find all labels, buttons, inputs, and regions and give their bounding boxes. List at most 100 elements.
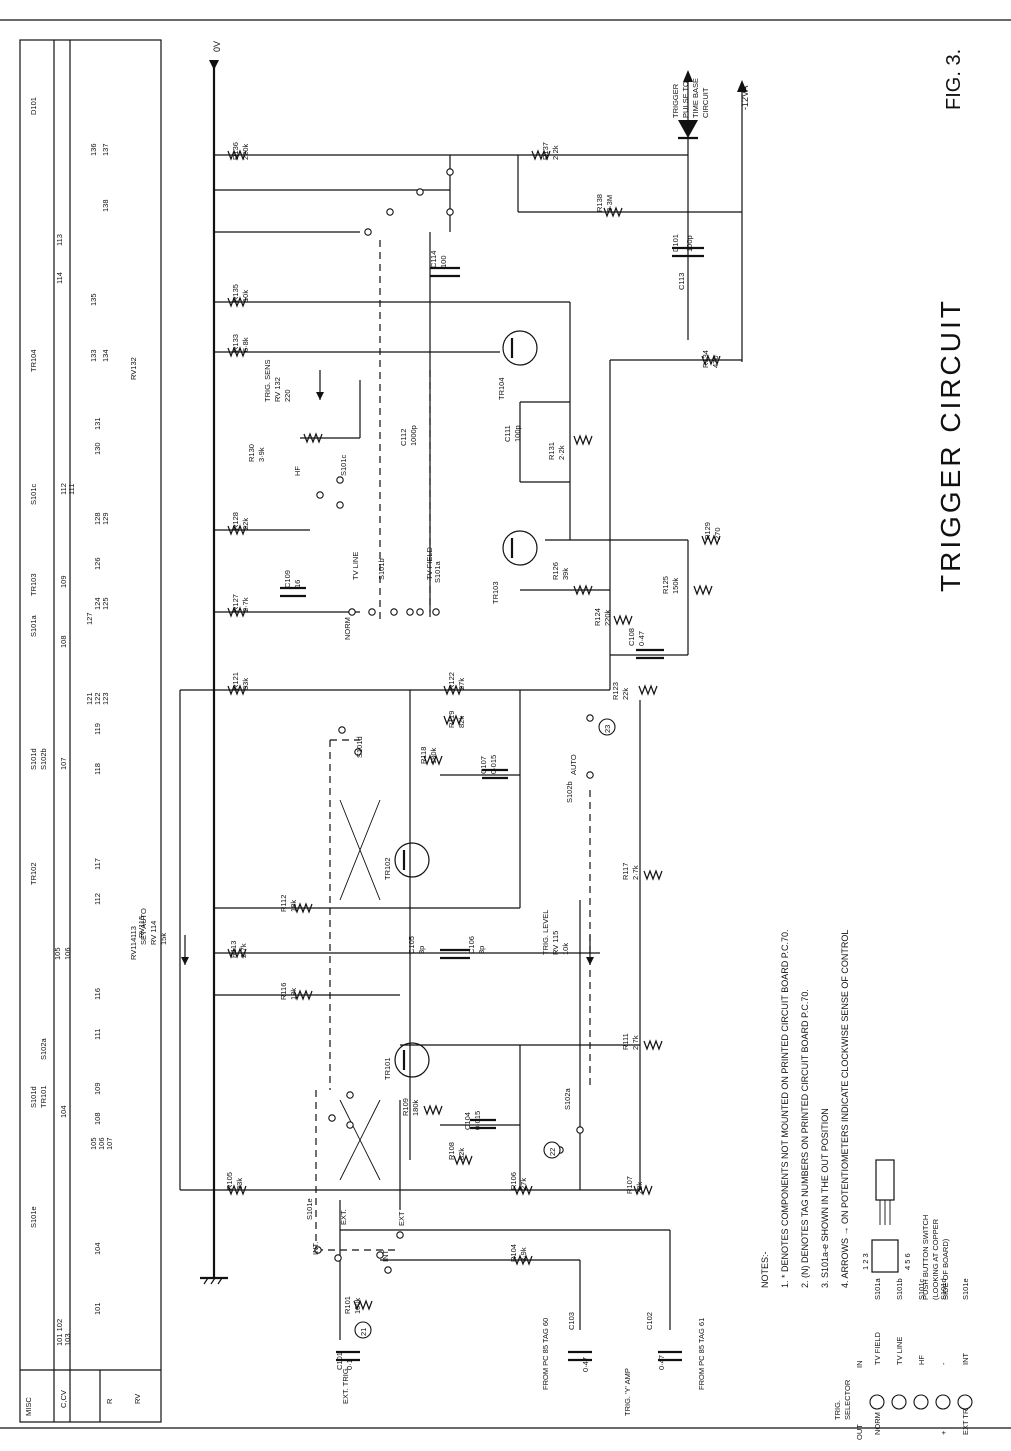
component-label: R116 bbox=[279, 983, 288, 1000]
switch-contact bbox=[576, 1126, 584, 1134]
component-label: 2·2k bbox=[557, 445, 566, 460]
table-cell: 107 bbox=[105, 1137, 114, 1150]
trigger-out-line-1: TRIGGER bbox=[671, 83, 680, 118]
table-cell: 107 bbox=[59, 757, 68, 770]
table-cell: 126 bbox=[93, 557, 102, 570]
component-label: R117 bbox=[621, 863, 630, 880]
component-label: 10k bbox=[241, 290, 250, 302]
component-label: 0·47 bbox=[581, 1357, 590, 1372]
component-label: R101 bbox=[343, 1296, 352, 1314]
component-label: TR101 bbox=[383, 1057, 392, 1080]
switch-contact bbox=[446, 168, 454, 176]
switch-label: INT. bbox=[311, 1242, 320, 1255]
component-label: 0·1 bbox=[345, 1359, 354, 1370]
table-header-cell: TR103 bbox=[29, 573, 38, 596]
table-header-cell: S102a bbox=[39, 1037, 48, 1060]
r111-resistor bbox=[643, 1039, 663, 1051]
table-cell: 119 bbox=[93, 723, 102, 735]
table-cell: 106 bbox=[97, 1137, 106, 1150]
terminal-label: FROM PC 85 TAG 61 bbox=[697, 1318, 706, 1390]
switch-linkages bbox=[315, 240, 591, 1251]
table-cell: 114 bbox=[55, 272, 64, 284]
selector-out-value: EXT TRIG bbox=[961, 1401, 970, 1435]
figure-number: FIG. 3. bbox=[943, 49, 965, 110]
tag-21: 21 bbox=[359, 1328, 368, 1336]
trigger-out-line-3: TIME BASE bbox=[691, 78, 700, 118]
selector-switch-name: S101c bbox=[917, 1278, 926, 1300]
selector-title-2: SELECTOR bbox=[843, 1379, 852, 1420]
component-label: R106 bbox=[509, 1172, 518, 1190]
component-label: 18k bbox=[289, 988, 298, 1000]
component-label: 220k bbox=[603, 609, 612, 626]
switch-label: HF bbox=[293, 466, 302, 476]
table-row-rv: RV bbox=[133, 1394, 142, 1404]
component-label: 27k bbox=[519, 1178, 528, 1190]
switch-label: NORM bbox=[343, 617, 352, 640]
component-label: 22k bbox=[621, 688, 630, 700]
component-label: 33k bbox=[235, 1178, 244, 1190]
notes: NOTES:- 1. * DENOTES COMPONENTS NOT MOUN… bbox=[760, 929, 850, 1288]
r105-resistor bbox=[227, 1184, 247, 1196]
table-row-ccv: C,CV bbox=[59, 1390, 68, 1408]
supply-rails: 0V -12VA bbox=[200, 41, 750, 1285]
selector-switch-name: S101d bbox=[939, 1278, 948, 1300]
r131-resistor bbox=[573, 434, 593, 446]
component-label: 270 bbox=[713, 527, 722, 540]
component-label: 2·7k bbox=[631, 865, 640, 880]
component-label: TR104 bbox=[497, 377, 506, 400]
component-label: 180k bbox=[429, 747, 438, 764]
switch-label: S101a bbox=[433, 560, 442, 583]
r123-resistor bbox=[638, 684, 658, 696]
table-cell: 112 bbox=[93, 893, 102, 905]
selector-in-value: - bbox=[939, 1362, 948, 1365]
transistors bbox=[394, 330, 538, 1078]
switch-label: S101d bbox=[355, 736, 364, 758]
component-label: 82k bbox=[457, 1148, 466, 1160]
component-label: C108 bbox=[627, 628, 636, 646]
note-4: 4. ARROWS → ON POTENTIOMETERS INDICATE C… bbox=[840, 930, 850, 1288]
component-label: RV 132 bbox=[273, 377, 282, 402]
component-label: 3·9k bbox=[257, 447, 266, 462]
table-cell: 109 bbox=[93, 1082, 102, 1095]
table-cell: 122 bbox=[93, 692, 102, 705]
switch-contact bbox=[416, 188, 424, 196]
switch-labels: S101aS101bS101cS101dS101eS102aS102bNORMT… bbox=[293, 454, 578, 1262]
component-label: 10k bbox=[561, 943, 570, 955]
r137-resistor bbox=[531, 149, 551, 161]
component-label: 0·015 bbox=[473, 1111, 482, 1130]
table-row-r: R bbox=[105, 1398, 114, 1404]
r118-resistor bbox=[423, 754, 443, 766]
r134-resistor bbox=[701, 354, 721, 366]
table-header-cell: S102b bbox=[39, 748, 48, 770]
switch-label: TV LINE bbox=[351, 552, 360, 580]
switch-contact bbox=[386, 208, 394, 216]
component-label: R133 bbox=[231, 334, 240, 352]
component-label: 27k bbox=[457, 678, 466, 690]
component-label: RV 115 bbox=[551, 931, 560, 955]
table-cell: 104 bbox=[93, 1242, 102, 1255]
component-label: TR102 bbox=[383, 857, 392, 880]
r113-resistor bbox=[227, 947, 247, 959]
table-header-cell: D101 bbox=[29, 97, 38, 115]
selector-out-value: NORM bbox=[873, 1412, 882, 1435]
table-header-cell: TR101 bbox=[39, 1085, 48, 1108]
switch-label: S102a bbox=[563, 1087, 572, 1110]
r125-resistor bbox=[693, 584, 713, 596]
selector-in-value: INT bbox=[961, 1353, 970, 1366]
table-cell: 101 bbox=[93, 1302, 102, 1315]
component-label: 2·7k bbox=[241, 597, 250, 612]
component-label: R128 bbox=[231, 512, 240, 530]
switch-contact bbox=[336, 476, 344, 484]
table-cell: 111 bbox=[67, 484, 76, 495]
switch-label: S101c bbox=[339, 454, 348, 476]
table-cell: 103 bbox=[63, 1333, 72, 1346]
table-header-misc: MISC bbox=[24, 1397, 33, 1416]
switch-contact bbox=[390, 608, 398, 616]
switch-contact bbox=[354, 748, 362, 756]
switch-contact bbox=[336, 501, 344, 509]
r129-resistor bbox=[701, 534, 721, 546]
push-button-switch: 1 2 3 4 5 6 PUSH BUTTON SWITCH (LOOKING … bbox=[861, 1159, 950, 1300]
table-header-cell: TR104 bbox=[29, 349, 38, 372]
